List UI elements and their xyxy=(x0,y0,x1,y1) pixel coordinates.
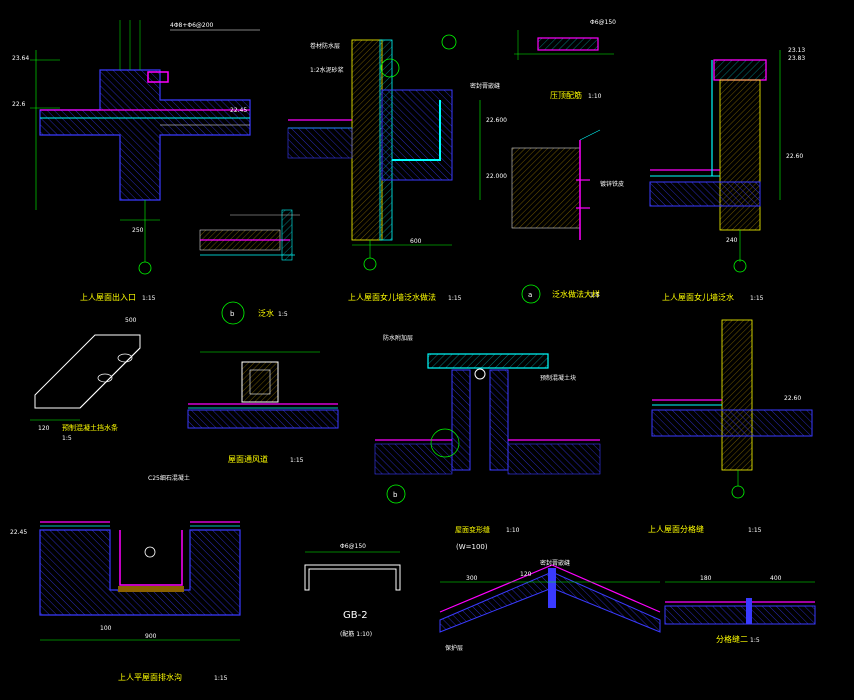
dimension-label: 250 xyxy=(132,227,144,234)
view-scale: 1:5 xyxy=(750,637,760,644)
view-scale: 1:10 xyxy=(506,527,520,534)
elevation-label: 23.64 xyxy=(12,55,29,62)
view-title: 上人平屋面排水沟 xyxy=(118,672,182,682)
view-gb2: Φ6@150 GB-2 (配筋 1:10) xyxy=(304,543,401,638)
callout-note: C25细石混凝土 xyxy=(148,474,190,482)
view-scale: 1:5 xyxy=(62,435,72,442)
axis-bubble xyxy=(731,485,745,499)
view-title: 上人屋面女儿墙泛水做法 xyxy=(348,292,436,302)
dimension-label: 300 xyxy=(466,575,478,582)
rebar-note: 4Φ8+Φ6@200 xyxy=(170,22,214,29)
dimension-label: 600 xyxy=(410,238,422,245)
view-coping-rebar: Φ6@150 压顶配筋 1:10 xyxy=(514,19,616,100)
view-title: 上人屋面出入口 xyxy=(80,292,136,302)
view-roof-drain-gutter: 22.45 C25细石混凝土 900 100 上人平屋面排水沟 1:15 xyxy=(10,474,241,682)
detail-callout xyxy=(221,301,245,325)
rebar-note: Φ6@150 xyxy=(590,19,616,26)
dimension-label: 120 xyxy=(520,571,532,578)
view-note: (W=100) xyxy=(456,543,488,551)
view-joint-two: 180 400 分格缝二 1:5 xyxy=(664,575,816,644)
detail-callout xyxy=(386,484,406,504)
view-flashing-b: b 泛水 1:5 xyxy=(199,209,300,325)
callout-note: 密封膏嵌缝 xyxy=(470,82,500,90)
elevation-label: 23.83 xyxy=(788,55,805,62)
callout-note: 预制混凝土块 xyxy=(540,374,576,382)
view-title: 分格缝二 xyxy=(716,634,748,644)
view-ridge-joint: 300 120 密封膏嵌缝 保护层 xyxy=(439,559,661,652)
elevation-label: 22.45 xyxy=(10,529,27,536)
callout-letter: b xyxy=(393,491,398,499)
callout-note: 密封膏嵌缝 xyxy=(540,559,570,567)
detail-callout xyxy=(521,284,541,304)
view-title: 上人屋面分格缝 xyxy=(648,524,704,534)
view-parapet-middle-right: 22.60 上人屋面分格缝 1:15 xyxy=(648,319,813,534)
elevation-label: 22.000 xyxy=(486,173,507,180)
view-scale: (配筋 1:10) xyxy=(340,630,372,638)
dimension-label: 500 xyxy=(125,317,137,324)
view-scale: 1:15 xyxy=(142,295,156,302)
view-title: 上人屋面女儿墙泛水 xyxy=(662,292,734,302)
view-title: 泛水做法大样 xyxy=(552,289,600,299)
view-scale: 1:15 xyxy=(750,295,764,302)
dimension-label: 120 xyxy=(38,425,50,432)
elevation-label: 22.60 xyxy=(786,153,803,160)
callout-letter: b xyxy=(230,310,235,318)
elevation-label: 22.45 xyxy=(230,107,247,114)
callout-note: 防水附加层 xyxy=(383,334,413,342)
callout-note: 卷材防水层 xyxy=(310,42,340,50)
view-scale: 1:10 xyxy=(588,93,602,100)
view-scale: 1:5 xyxy=(278,311,288,318)
dimension-label: 400 xyxy=(770,575,782,582)
view-scale: 1:15 xyxy=(214,675,228,682)
view-roof-entrance: 23.64 22.6 4Φ8+Φ6@200 250 22.45 上人屋面出入口 … xyxy=(12,20,260,302)
axis-bubble xyxy=(138,261,152,275)
view-title: GB-2 xyxy=(343,610,368,621)
view-scale: 1:15 xyxy=(748,527,762,534)
callout-note: 镀锌铁皮 xyxy=(600,180,624,188)
view-title: 屋面通风道 xyxy=(228,454,268,464)
callout-letter: a xyxy=(528,291,532,299)
elevation-label: 22.6 xyxy=(12,101,26,108)
callout-note: 1:2水泥砂浆 xyxy=(310,66,344,74)
elevation-label: 22.60 xyxy=(784,395,801,402)
axis-bubble xyxy=(733,259,747,273)
view-roof-expansion-joint: b 防水附加层 预制混凝土块 屋面变形缝 1:10 (W=100) xyxy=(374,334,601,551)
view-scale: 1:15 xyxy=(448,295,462,302)
view-title: 屋面变形缝 xyxy=(455,525,490,534)
view-title: 压顶配筋 xyxy=(550,90,582,100)
view-parapet-flashing: 22.600 22.000 600 卷材防水层 1:2水泥砂浆 密封膏嵌缝 上人… xyxy=(287,34,507,302)
view-flashing-detail-a: a 泛水做法大样 1:5 镀锌铁皮 xyxy=(511,129,624,304)
view-roof-vent-duct: 屋面通风道 1:15 xyxy=(187,351,339,464)
view-scale: 1:15 xyxy=(290,457,304,464)
elevation-label: 23.13 xyxy=(788,47,805,54)
callout-note: 保护层 xyxy=(445,644,463,652)
view-title: 泛水 xyxy=(258,308,274,318)
view-precast-water-stop: 120 500 预制混凝土挡水条 1:5 xyxy=(30,317,141,442)
rebar-note: Φ6@150 xyxy=(340,543,366,550)
view-scale: 1:5 xyxy=(590,292,600,299)
view-title: 预制混凝土挡水条 xyxy=(62,423,118,432)
dimension-label: 100 xyxy=(100,625,112,632)
view-parapet-flashing-right: 23.13 23.83 22.60 240 上人屋面女儿墙泛水 1:15 xyxy=(649,47,805,302)
dimension-label: 180 xyxy=(700,575,712,582)
dimension-label: 900 xyxy=(145,633,157,640)
elevation-label: 22.600 xyxy=(486,117,507,124)
axis-bubble xyxy=(363,257,377,271)
dimension-label: 240 xyxy=(726,237,738,244)
